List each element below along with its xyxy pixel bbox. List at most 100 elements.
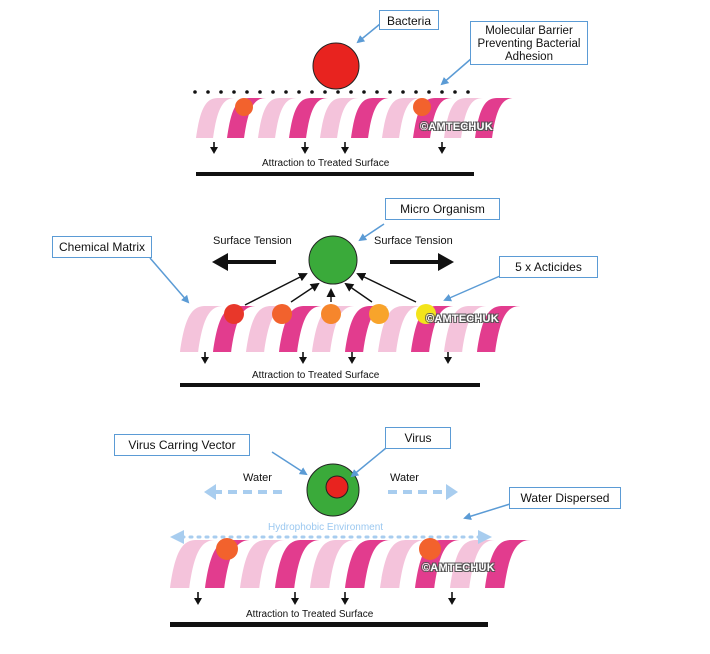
- bacteria-circle: [312, 42, 360, 90]
- hydrophobic-boundary: [170, 530, 492, 544]
- surface-tension-arrowhead-left: [212, 253, 228, 271]
- down-arrow-head: [291, 598, 299, 605]
- callout-pointer-vector: [271, 451, 308, 476]
- bound-molecule-left-bottom: [216, 538, 238, 560]
- helix-ribbon-strong: [345, 306, 389, 352]
- down-arrow-head: [299, 357, 307, 364]
- helix-ribbon-light: [246, 306, 290, 352]
- surface-tension-label-left: Surface Tension: [213, 235, 292, 247]
- molecular-barrier-dots: [193, 90, 470, 94]
- callout-pointer-barrier: [440, 57, 473, 86]
- helix-strand-top: [196, 98, 515, 138]
- helix-ribbon-light: [180, 306, 224, 352]
- callout-micro-organism: Micro Organism: [385, 198, 500, 220]
- helix-ribbon-strong: [477, 306, 521, 352]
- callout-pointer-bacteria: [356, 23, 381, 44]
- barrier-dot: [297, 90, 301, 94]
- bound-molecule-left: [235, 98, 253, 116]
- helix-ribbon-light: [196, 98, 236, 138]
- attraction-arrow: [290, 282, 320, 303]
- callout-pointer-dispersed: [463, 503, 511, 521]
- barrier-dot: [440, 90, 444, 94]
- down-arrow-head: [444, 357, 452, 364]
- down-arrow-head: [210, 147, 218, 154]
- helix-ribbon-light: [240, 540, 286, 588]
- helix-ribbon-light: [170, 540, 216, 588]
- surface-label-top: Attraction to Treated Surface: [262, 158, 390, 169]
- helix-ribbon-strong: [289, 98, 329, 138]
- micro-organism-circle: [308, 235, 358, 285]
- acticide-molecule: [416, 304, 436, 324]
- barrier-dot: [336, 90, 340, 94]
- barrier-dot: [232, 90, 236, 94]
- barrier-dot: [427, 90, 431, 94]
- down-arrows-middle: [201, 352, 452, 364]
- down-arrow-head: [341, 598, 349, 605]
- helix-ribbon-strong: [205, 540, 251, 588]
- callout-pointer-micro: [358, 223, 385, 242]
- barrier-dot: [349, 90, 353, 94]
- callout-water-dispersed: Water Dispersed: [509, 487, 621, 509]
- down-arrow-head: [341, 147, 349, 154]
- helix-ribbon-strong: [485, 540, 531, 588]
- panel-top: [193, 23, 474, 176]
- helix-ribbon-light: [378, 306, 422, 352]
- barrier-dot: [375, 90, 379, 94]
- down-arrow-head: [201, 357, 209, 364]
- down-arrow-head: [348, 357, 356, 364]
- helix-ribbon-strong: [213, 306, 257, 352]
- water-arrow-left: [204, 484, 282, 500]
- attraction-arrows-to-organism: [244, 272, 417, 306]
- helix-strand-bottom: [170, 540, 531, 588]
- water-label-right: Water: [390, 472, 419, 484]
- helix-ribbon-light: [450, 540, 496, 588]
- acticide-molecule: [224, 304, 244, 324]
- helix-ribbon-strong: [351, 98, 391, 138]
- watermark-bottom: ©AMTECHUK: [422, 562, 495, 574]
- callout-virus: Virus: [385, 427, 451, 449]
- watermark-middle: ©AMTECHUK: [426, 313, 499, 325]
- down-arrows-bottom: [194, 592, 456, 605]
- surface-tension-arrowhead-right: [438, 253, 454, 271]
- helix-ribbon-strong: [475, 98, 515, 138]
- surface-label-bottom: Attraction to Treated Surface: [246, 609, 374, 620]
- down-arrows-top: [210, 142, 446, 154]
- hydrophobic-arrowhead-right: [478, 530, 492, 544]
- water-label-left: Water: [243, 472, 272, 484]
- attraction-arrow: [244, 273, 308, 306]
- acticide-molecules: [224, 304, 436, 324]
- barrier-dot: [271, 90, 275, 94]
- barrier-dot: [310, 90, 314, 94]
- watermark-top: ©AMTECHUK: [420, 121, 493, 133]
- barrier-dot: [453, 90, 457, 94]
- barrier-dot: [388, 90, 392, 94]
- bound-molecule-right: [413, 98, 431, 116]
- helix-ribbon-strong: [345, 540, 391, 588]
- water-arrow-right: [388, 484, 458, 500]
- attraction-arrow: [356, 272, 417, 303]
- helix-ribbon-strong: [275, 540, 321, 588]
- virus-circle: [325, 475, 349, 499]
- callout-pointer-matrix: [149, 257, 190, 304]
- barrier-dot: [401, 90, 405, 94]
- panel-bottom: [170, 447, 511, 627]
- barrier-dot: [219, 90, 223, 94]
- down-arrow-head: [301, 147, 309, 154]
- surface-tension-label-right: Surface Tension: [374, 235, 453, 247]
- barrier-dot: [466, 90, 470, 94]
- water-arrow-head: [446, 484, 458, 500]
- barrier-dot: [206, 90, 210, 94]
- barrier-dot: [284, 90, 288, 94]
- bound-molecule-right-bottom: [419, 538, 441, 560]
- attraction-arrow: [344, 282, 373, 303]
- callout-virus-vector: Virus Carring Vector: [114, 434, 250, 456]
- down-arrow-head: [194, 598, 202, 605]
- helix-ribbon-light: [444, 306, 488, 352]
- helix-ribbon-light: [380, 540, 426, 588]
- surface-label-middle: Attraction to Treated Surface: [252, 370, 380, 381]
- callout-pointer-virus: [350, 447, 387, 478]
- barrier-dot: [258, 90, 262, 94]
- down-arrow-head: [438, 147, 446, 154]
- panel-middle: [149, 223, 501, 387]
